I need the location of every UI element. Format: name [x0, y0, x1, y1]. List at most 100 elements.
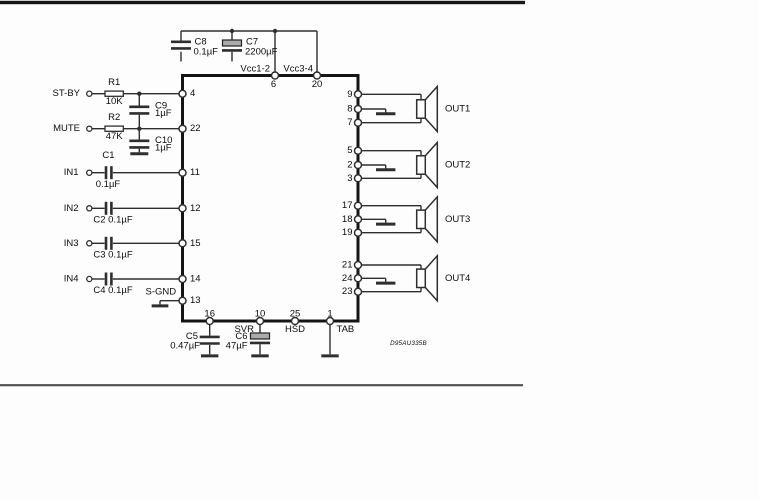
tab-label: TAB: [337, 324, 355, 335]
speaker-horn-icon: [424, 194, 439, 244]
pin-number-16: 16: [204, 309, 215, 320]
speaker-horn-icon: [424, 253, 439, 303]
component-value-C1: 0.1µF: [96, 179, 121, 190]
pin-number-15: 15: [190, 238, 201, 249]
s-gnd-label: S-GND: [145, 287, 176, 298]
pin-number-1: 1: [327, 309, 332, 320]
component-value-C6: 47µF: [226, 341, 248, 352]
pin-number-25: 25: [290, 309, 301, 320]
component-label-C9: C9: [155, 100, 167, 111]
junction-dot: [229, 28, 235, 34]
pin-number-12: 12: [190, 203, 201, 214]
junction-dot: [272, 28, 278, 34]
component-label-R2: R2: [108, 112, 120, 123]
page-top-rule: [0, 0, 525, 5]
component-label-C4: C4 0.1µF: [93, 285, 132, 296]
output-label-OUT3: OUT3: [445, 214, 470, 225]
pin-number-14: 14: [190, 274, 201, 285]
component-label-C10: C10: [155, 135, 172, 146]
component-value-C5: 0.47µF: [170, 340, 200, 351]
pin-number-21: 21: [342, 260, 353, 271]
terminal-ST-BY: [86, 90, 93, 97]
terminal-IN1: [86, 169, 93, 176]
pin-number-23: 23: [342, 286, 353, 297]
pin-circle-17: [353, 201, 363, 210]
component-label-C8: C8: [195, 37, 207, 48]
pin-number-4: 4: [190, 88, 195, 99]
component-label-R1: R1: [108, 77, 120, 88]
hsd-label: HSD: [285, 324, 305, 335]
input-label-IN2: IN2: [64, 203, 79, 214]
ic-body: [181, 74, 360, 323]
pin-circle-23: [353, 287, 363, 296]
pin-number-6: 6: [271, 79, 276, 90]
speaker-driver-icon: [415, 99, 427, 119]
pin-number-11: 11: [190, 167, 200, 178]
pin-circle-14: [178, 274, 187, 284]
input-label-IN1: IN1: [64, 167, 79, 178]
pin-circle-3: [353, 174, 363, 183]
pin-circle-7: [353, 118, 363, 127]
drawing-code: D95AU335B: [390, 340, 427, 347]
pin-circle-2: [353, 160, 363, 170]
component-label-C3: C3 0.1µF: [93, 250, 132, 261]
component-value-C8: 0.1µF: [194, 47, 219, 58]
pin-number-19: 19: [342, 227, 353, 238]
speaker-driver-icon: [415, 155, 427, 175]
pin-circle-25: [290, 316, 300, 326]
pin-number-13: 13: [190, 295, 201, 306]
pin-circle-10: [255, 316, 265, 326]
pin-circle-9: [353, 90, 363, 99]
speaker-horn-icon: [424, 140, 439, 190]
output-label-OUT2: OUT2: [445, 160, 470, 171]
pin-circle-15: [178, 239, 187, 248]
output-label-OUT1: OUT1: [445, 104, 470, 115]
component-value-C9: 1µF: [155, 108, 172, 119]
electrolytic-plate: [249, 332, 271, 340]
pin-circle-21: [353, 260, 363, 270]
electrolytic-plate: [221, 39, 243, 47]
terminal-IN3: [86, 240, 93, 247]
pin-circle-6: [270, 71, 280, 80]
component-value-C10: 1µF: [155, 143, 172, 154]
pin-number-22: 22: [190, 123, 201, 134]
vcc3-4-label: Vcc3-4: [283, 64, 313, 75]
control-label-MUTE: MUTE: [53, 123, 80, 134]
pin-number-3: 3: [347, 173, 352, 184]
control-label-ST-BY: ST-BY: [53, 88, 81, 99]
pin-circle-22: [178, 124, 187, 133]
pin-number-8: 8: [347, 104, 352, 115]
speaker-driver-icon: [415, 268, 427, 289]
pin-circle-4: [178, 89, 187, 98]
pin-circle-18: [353, 215, 363, 224]
component-value-C7: 2200µF: [245, 47, 278, 58]
component-label-C5: C5: [186, 331, 198, 342]
output-label-OUT4: OUT4: [445, 273, 470, 284]
component-label-C6: C6: [235, 331, 247, 342]
pin-circle-12: [178, 204, 187, 213]
pin-number-17: 17: [342, 200, 353, 211]
vcc1-2-label: Vcc1-2: [240, 64, 270, 75]
component-label-C2: C2 0.1µF: [93, 215, 132, 226]
input-label-IN3: IN3: [64, 238, 79, 249]
pin-number-10: 10: [255, 309, 266, 320]
terminal-IN2: [86, 205, 93, 212]
pin-circle-16: [205, 316, 214, 326]
terminal-IN4: [86, 275, 93, 283]
pin-number-9: 9: [347, 89, 352, 100]
component-label-C1: C1: [102, 150, 114, 161]
pin-number-20: 20: [312, 79, 323, 90]
speaker-driver-icon: [415, 209, 427, 230]
pin-number-18: 18: [342, 214, 353, 225]
pin-circle-1: [325, 316, 335, 326]
terminal-MUTE: [86, 125, 93, 132]
pin-circle-20: [312, 71, 322, 80]
input-label-IN4: IN4: [64, 274, 79, 285]
component-value-R1: 10K: [106, 96, 124, 107]
pin-number-24: 24: [342, 273, 353, 284]
pin-circle-11: [178, 168, 187, 177]
pin-circle-5: [353, 146, 363, 155]
pin-number-7: 7: [347, 117, 352, 128]
